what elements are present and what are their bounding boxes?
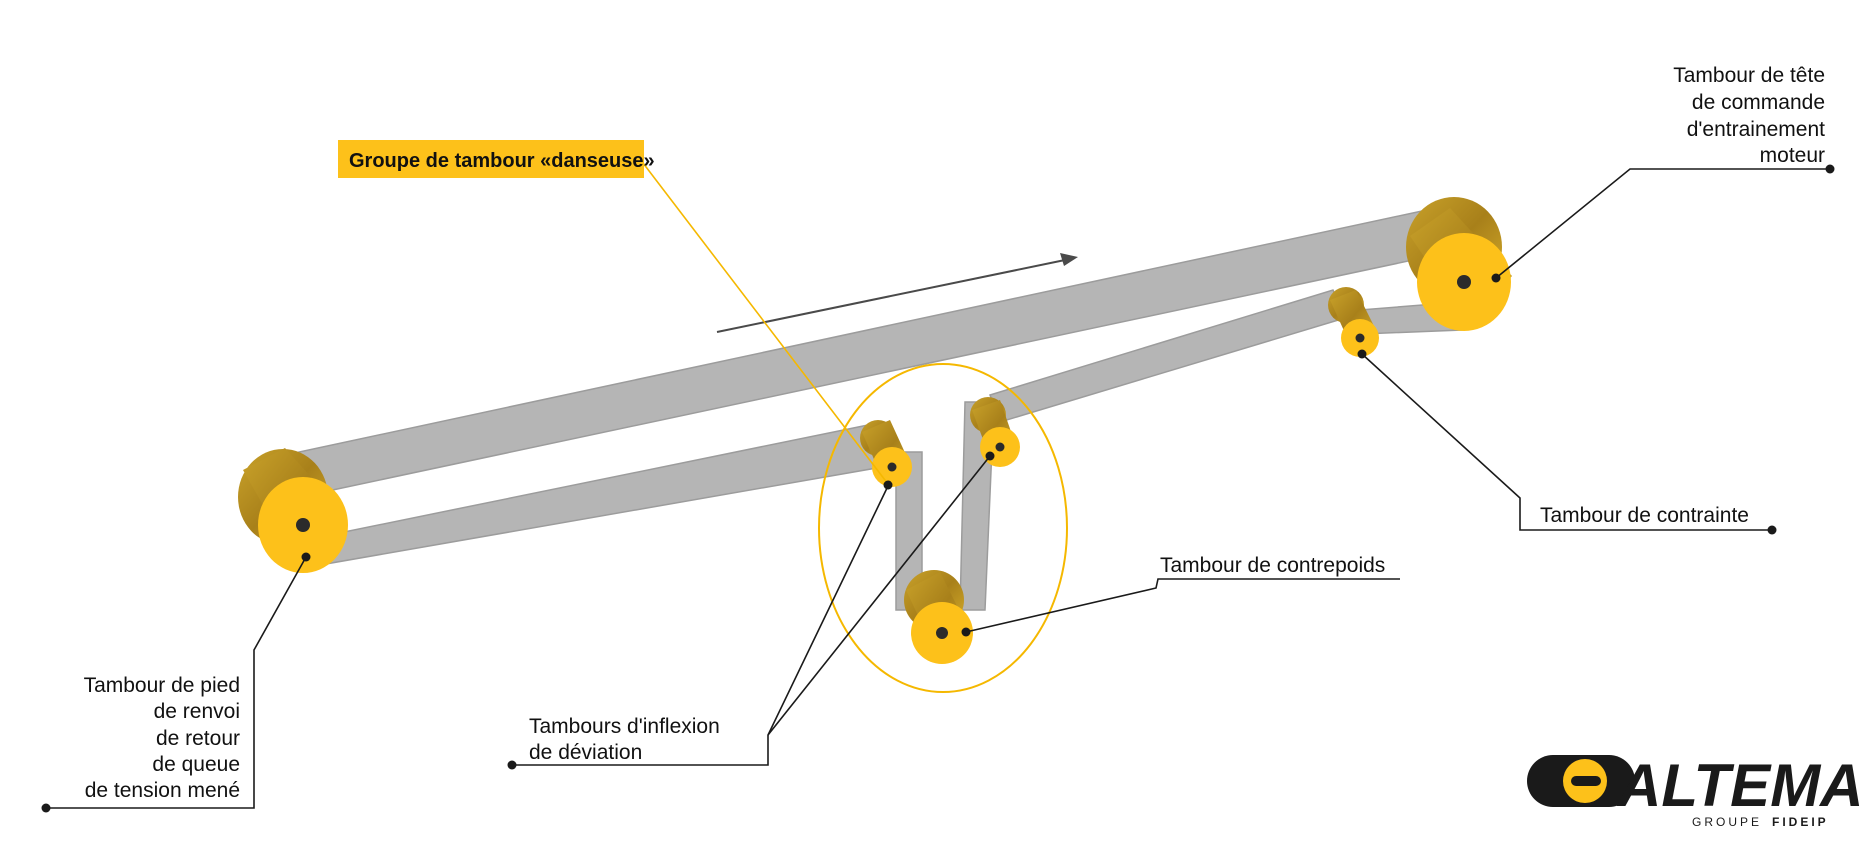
- dancer-group-label: Groupe de tambour «danseuse»: [338, 140, 655, 178]
- tail-drum: [238, 448, 348, 573]
- tail-drum-label-line-2: de renvoi: [154, 700, 240, 723]
- tail-drum-label-line-3: de retour: [156, 727, 240, 750]
- snub-drums-label-line-1: Tambours d'inflexion: [529, 715, 720, 738]
- tail-drum-label: Tambour de pied de renvoi de retour de q…: [84, 674, 240, 802]
- direction-arrow: [716, 253, 1078, 333]
- snub-drum-2: [970, 397, 1020, 467]
- head-drum-label-line-2: de commande: [1692, 91, 1825, 114]
- head-drum-label-line-3: d'entrainement: [1687, 118, 1825, 141]
- dancer-group-ellipse: [818, 363, 1068, 693]
- leader-lines: [41, 162, 1835, 813]
- constraint-drum-label: Tambour de contrainte: [1540, 504, 1749, 527]
- constraint-drum: [1328, 287, 1379, 357]
- head-drum-label: Tambour de tête de commande d'entraineme…: [1673, 64, 1825, 167]
- counterweight-drum-label: Tambour de contrepoids: [1160, 554, 1385, 577]
- logo-name: ALTEMA: [1616, 752, 1864, 819]
- head-drum-label-line-4: moteur: [1760, 144, 1825, 167]
- snub-drums-label-line-2: de déviation: [529, 741, 642, 764]
- head-drum-label-line-1: Tambour de tête: [1673, 64, 1825, 87]
- head-drum: [1406, 197, 1512, 331]
- tail-drum-label-line-5: de tension mené: [85, 779, 240, 802]
- conveyor-belt: [260, 207, 1463, 611]
- snub-drums-label: Tambours d'inflexion de déviation: [529, 715, 720, 764]
- dancer-group-label-text: Groupe de tambour «danseuse»: [349, 150, 655, 172]
- tail-drum-label-line-1: Tambour de pied: [84, 674, 240, 697]
- counterweight-drum: [904, 570, 973, 664]
- altema-logo: ALTEMA GROUPE FIDEIP: [1527, 752, 1864, 829]
- logo-subtitle-b: FIDEIP: [1772, 815, 1829, 829]
- logo-subtitle-a: GROUPE: [1692, 815, 1762, 829]
- tail-drum-label-line-4: de queue: [152, 753, 240, 776]
